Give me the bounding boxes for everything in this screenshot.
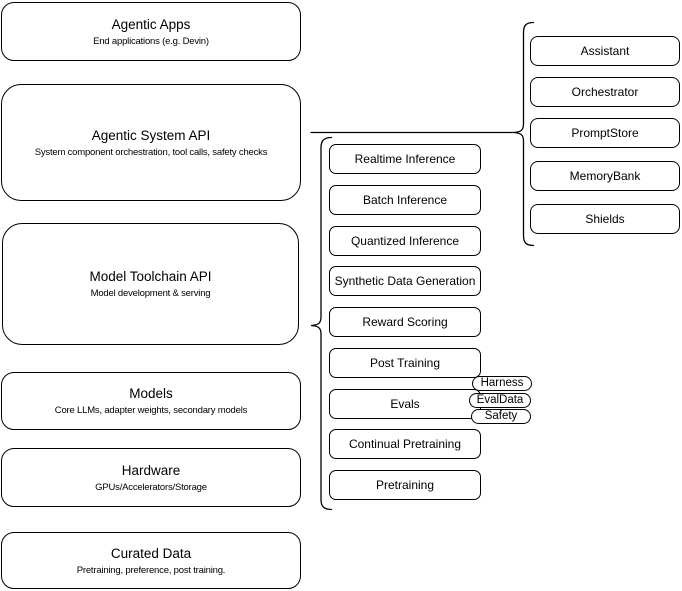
service-realtime-inference: Realtime Inference — [329, 144, 481, 174]
node-subtitle: Core LLMs, adapter weights, secondary mo… — [54, 405, 248, 416]
service-label: Evals — [390, 397, 420, 411]
node-title: Model Toolchain API — [89, 269, 212, 284]
node-subtitle: Pretraining, preference, post training. — [76, 564, 226, 576]
component-label: MemoryBank — [569, 169, 641, 183]
service-quantized-inference: Quantized Inference — [329, 226, 481, 256]
component-label: PromptStore — [571, 126, 639, 140]
component-promptstore: PromptStore — [530, 118, 680, 148]
node-subtitle: GPUs/Accelerators/Storage — [95, 481, 207, 493]
tag-safety: Safety — [471, 409, 531, 424]
toolchain-services-brace — [310, 136, 333, 511]
node-model-toolchain-api: Model Toolchain API Model development & … — [2, 223, 299, 345]
node-agentic-apps: Agentic Apps End applications (e.g. Devi… — [1, 2, 301, 61]
service-pretraining: Pretraining — [329, 470, 481, 500]
node-subtitle: System component orchestration, tool cal… — [34, 146, 268, 158]
service-reward-scoring: Reward Scoring — [329, 307, 481, 337]
service-label: Synthetic Data Generation — [334, 274, 476, 288]
service-label: Batch Inference — [362, 193, 448, 207]
component-orchestrator: Orchestrator — [530, 77, 680, 107]
node-agentic-system-api: Agentic System API System component orch… — [1, 84, 301, 201]
node-subtitle: End applications (e.g. Devin) — [93, 35, 209, 47]
service-label: Reward Scoring — [362, 315, 448, 329]
component-label: Assistant — [580, 44, 630, 58]
component-shields: Shields — [530, 204, 680, 234]
component-label: Orchestrator — [571, 85, 639, 99]
system-components-brace — [513, 21, 535, 247]
node-curated-data: Curated Data Pretraining, preference, po… — [1, 532, 301, 589]
node-hardware: Hardware GPUs/Accelerators/Storage — [1, 448, 301, 507]
component-memorybank: MemoryBank — [530, 161, 680, 191]
service-evals: Evals — [329, 389, 481, 419]
node-subtitle: Model development & serving — [90, 288, 211, 299]
service-label: Quantized Inference — [350, 234, 460, 248]
node-title: Agentic System API — [91, 127, 211, 143]
node-title: Hardware — [121, 462, 181, 478]
service-post-training: Post Training — [329, 348, 481, 378]
component-label: Shields — [585, 212, 625, 226]
node-title: Curated Data — [110, 545, 192, 561]
node-title: Models — [129, 386, 173, 401]
service-synthetic-data-generation: Synthetic Data Generation — [329, 266, 481, 296]
node-models: Models Core LLMs, adapter weights, secon… — [1, 372, 301, 430]
service-label: Continual Pretraining — [348, 437, 462, 451]
tag-harness: Harness — [472, 376, 532, 391]
tag-evaldata: EvalData — [469, 393, 531, 408]
service-label: Realtime Inference — [354, 152, 456, 166]
service-label: Post Training — [369, 356, 441, 370]
service-batch-inference: Batch Inference — [329, 185, 481, 215]
component-assistant: Assistant — [530, 36, 680, 66]
service-label: Pretraining — [375, 478, 435, 492]
service-continual-pretraining: Continual Pretraining — [329, 429, 481, 459]
node-title: Agentic Apps — [111, 16, 191, 32]
